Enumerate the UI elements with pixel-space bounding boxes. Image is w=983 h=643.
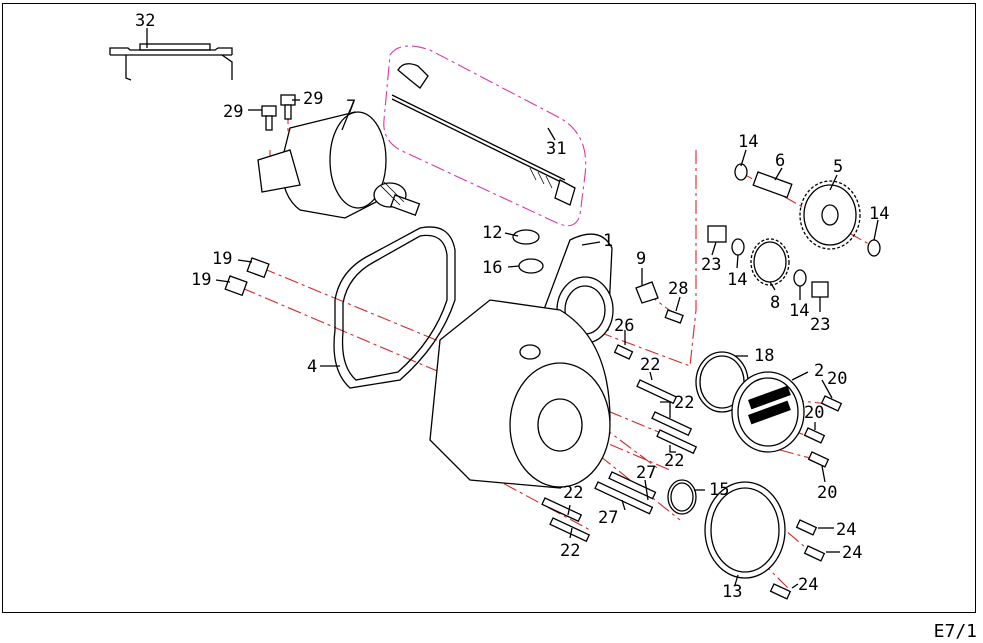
callout-23-left: 23	[701, 255, 721, 275]
callout-16: 16	[482, 258, 502, 278]
callout-24-b: 24	[842, 543, 862, 563]
callout-4: 4	[307, 357, 317, 377]
callout-24-a: 24	[836, 520, 856, 540]
callout-31: 31	[546, 139, 566, 159]
callout-13: 13	[722, 582, 742, 602]
callout-12: 12	[482, 223, 502, 243]
callout-19-top: 19	[212, 249, 232, 269]
callout-6: 6	[775, 151, 785, 171]
part-4-gasket	[333, 226, 456, 389]
callout-32: 32	[135, 11, 155, 31]
bolts-20	[803, 395, 843, 468]
part-12-16	[512, 229, 544, 274]
callout-28: 28	[668, 279, 688, 299]
callout-8: 8	[770, 293, 780, 313]
callout-19-bottom: 19	[191, 270, 211, 290]
callout-22-d: 22	[563, 483, 583, 503]
part-13-cover-plate	[704, 481, 786, 579]
callout-22-a: 22	[640, 355, 660, 375]
part-7-starter-motor	[257, 111, 421, 219]
callout-29-right: 29	[303, 89, 323, 109]
callout-22-e: 22	[560, 541, 580, 561]
part-9-28	[635, 281, 684, 324]
part-2-starter-cover	[731, 371, 805, 453]
callout-22-b: 22	[674, 393, 694, 413]
part-29-bolts	[261, 94, 296, 131]
callout-14-top: 14	[738, 132, 758, 152]
callout-14-right: 14	[869, 204, 889, 224]
part-31-cable	[391, 63, 576, 206]
bolts-24	[769, 519, 826, 600]
page-code: E7/1	[933, 621, 977, 642]
callout-29-left: 29	[223, 102, 243, 122]
gear-train	[707, 163, 881, 298]
callout-20-c: 20	[817, 483, 837, 503]
callout-7: 7	[346, 97, 356, 117]
callout-20-b: 20	[804, 403, 824, 423]
main-cover	[429, 299, 611, 489]
callout-20-a: 20	[827, 369, 847, 389]
callout-24-c: 24	[798, 575, 818, 595]
callout-14-bottom: 14	[789, 301, 809, 321]
callout-2: 2	[814, 361, 824, 381]
callout-9: 9	[636, 249, 646, 269]
callout-5: 5	[833, 157, 843, 177]
callout-26: 26	[614, 316, 634, 336]
callout-15: 15	[709, 480, 729, 500]
callout-27-b: 27	[598, 508, 618, 528]
callout-18: 18	[754, 346, 774, 366]
part-32-bracket	[109, 43, 233, 81]
leader-lines	[146, 28, 879, 589]
part-19-dowels	[224, 257, 270, 297]
callout-22-c: 22	[664, 451, 684, 471]
callout-23-right: 23	[810, 315, 830, 335]
callout-1: 1	[603, 231, 613, 251]
callout-27-a: 27	[636, 463, 656, 483]
callout-14-mid: 14	[727, 270, 747, 290]
bolts-22-26-27	[541, 344, 698, 543]
diagram-frame	[2, 3, 976, 613]
callout-labels: 32 29 29 7 31 14 6 5 14 12 1 16 9 23 14 …	[135, 11, 889, 602]
